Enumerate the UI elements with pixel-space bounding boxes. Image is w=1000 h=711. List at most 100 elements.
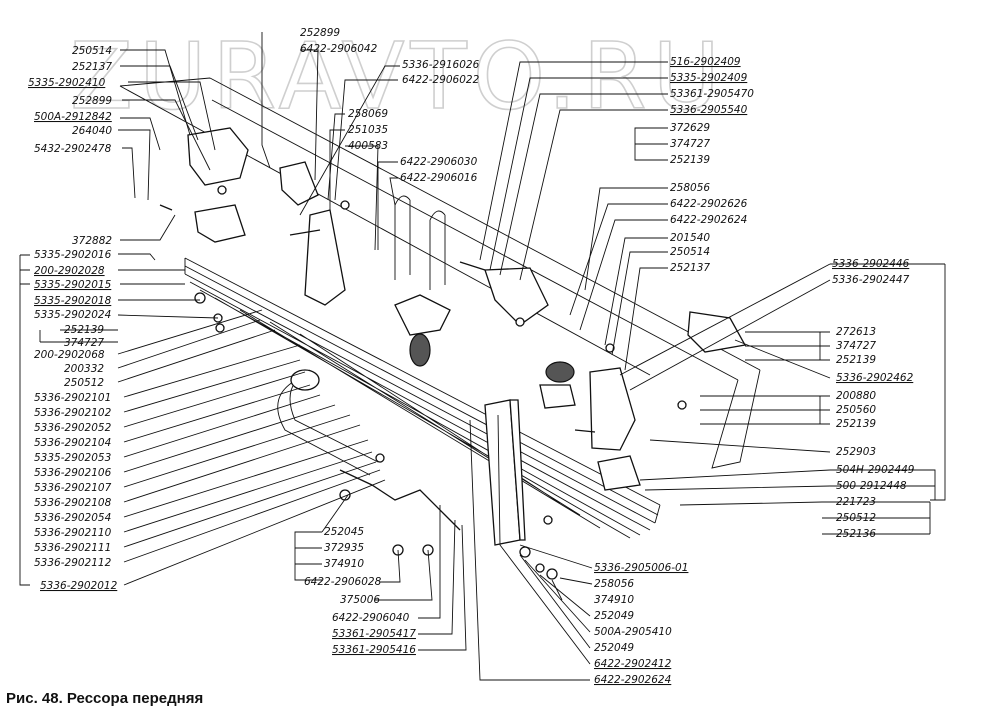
- leaders-right-top: [479, 61, 668, 371]
- part-label: 5335-2902018: [34, 295, 112, 307]
- part-label: 500А-2912842: [34, 111, 112, 123]
- part-label: 5336-2902462: [836, 372, 914, 384]
- bump-stop: [394, 294, 451, 367]
- part-label: 252045: [324, 526, 364, 538]
- part-label: 53361-2905417: [332, 628, 416, 640]
- part-label: 201540: [670, 232, 710, 244]
- part-label: 375006: [340, 594, 380, 606]
- part-label: 200-2902028: [34, 265, 105, 277]
- labels-bottom: 252045 372935 374910 6422-2906028 375006…: [304, 526, 688, 686]
- part-label: 6422-2906040: [332, 612, 410, 624]
- part-label: 5336-2902101: [34, 392, 111, 404]
- part-label: 5335-2902015: [34, 279, 112, 291]
- part-label: 5336-2902111: [34, 542, 111, 554]
- leaders-left: [19, 49, 386, 586]
- part-label: 6422-2906030: [400, 156, 478, 168]
- leaders-right: [619, 263, 946, 535]
- labels-right: 5336-2902446 5336-2902447 272613 374727 …: [832, 258, 915, 540]
- part-label: 5335-2902409: [670, 72, 748, 84]
- part-label: 5335-2902016: [34, 249, 112, 261]
- part-label: 252899: [300, 27, 340, 39]
- part-label: 500-2912448: [836, 480, 907, 492]
- labels-left: 250514 252137 5335-2902410 252899 500А-2…: [28, 45, 118, 592]
- part-label: 374910: [324, 558, 364, 570]
- stabilizer-bar: [277, 369, 379, 476]
- part-label: 5336-2902104: [34, 437, 111, 449]
- part-label: 252139: [836, 418, 876, 430]
- part-label: 372882: [72, 235, 112, 247]
- part-label: 5336-2902054: [34, 512, 111, 524]
- labels-top: 252899 6422-2906042 5336-2916026 6422-29…: [300, 27, 480, 184]
- part-label: 200332: [64, 363, 104, 375]
- part-label: 5432-2902478: [34, 143, 112, 155]
- part-label: 250560: [836, 404, 876, 416]
- part-label: 5336-2902446: [832, 258, 910, 270]
- part-label: 250512: [64, 377, 104, 389]
- part-label: 6422-2902412: [594, 658, 672, 670]
- part-label: 374727: [64, 337, 104, 349]
- part-label: 374727: [836, 340, 876, 352]
- part-label: 252903: [836, 446, 876, 458]
- part-label: 258056: [670, 182, 710, 194]
- part-label: 5336-2902106: [34, 467, 112, 479]
- part-label: 200-2902068: [34, 349, 105, 361]
- part-label: 374727: [670, 138, 710, 150]
- part-label: 5335-2902024: [34, 309, 111, 321]
- part-label: 5336-2902108: [34, 497, 112, 509]
- part-label: 6422-2906028: [304, 576, 382, 588]
- part-label: 6422-2906022: [402, 74, 480, 86]
- part-label: 252137: [72, 61, 112, 73]
- shackle: [304, 209, 346, 306]
- part-label: 5336-2902112: [34, 557, 112, 569]
- part-label: 6422-2902626: [670, 198, 748, 210]
- part-label: 252899: [72, 95, 112, 107]
- leaders-bottom: [294, 414, 593, 681]
- part-label: 53361-2905416: [332, 644, 416, 656]
- part-label: 258056: [594, 578, 634, 590]
- u-bolts: [394, 195, 446, 290]
- part-label: 252136: [836, 528, 876, 540]
- part-label: 252139: [64, 324, 104, 336]
- part-label: 252049: [594, 610, 634, 622]
- rear-bracket: [484, 267, 747, 491]
- part-label: 252049: [594, 642, 634, 654]
- part-label: 250514: [670, 246, 710, 258]
- part-label: 6422-2902624: [670, 214, 747, 226]
- part-label: 250514: [72, 45, 112, 57]
- part-label: 516-2902409: [670, 56, 741, 68]
- part-label: 221723: [836, 496, 876, 508]
- front-bracket: [187, 127, 319, 243]
- part-label: 500А-2905410: [594, 626, 672, 638]
- labels-right-top: 516-2902409 5335-2902409 53361-2905470 5…: [670, 56, 754, 274]
- part-label: 5336-2902102: [34, 407, 112, 419]
- part-label: 252137: [670, 262, 710, 274]
- part-label: 6422-2902624: [594, 674, 671, 686]
- part-label: 272613: [836, 326, 876, 338]
- part-label: 5336-2916026: [402, 59, 480, 71]
- part-label: 252139: [836, 354, 876, 366]
- leaders-top: [261, 32, 400, 251]
- leaf-spring: [184, 257, 661, 539]
- part-label: 252139: [670, 154, 710, 166]
- part-label: 264040: [72, 125, 112, 137]
- part-label: 53361-2905470: [670, 88, 754, 100]
- part-label: 372629: [670, 122, 710, 134]
- part-label: 200880: [836, 390, 876, 402]
- shock-absorber: [484, 399, 531, 558]
- part-label: 374910: [594, 594, 634, 606]
- part-label: 250512: [836, 512, 876, 524]
- watermark: ZURAVTO.RU: [70, 23, 726, 130]
- part-label: 6422-2906042: [300, 43, 378, 55]
- part-label: 5336-2902447: [832, 274, 910, 286]
- part-label: 400583: [348, 140, 388, 152]
- part-label: 5336-2905540: [670, 104, 748, 116]
- part-label: 5335-2902410: [28, 77, 106, 89]
- part-label: 5336-2902052: [34, 422, 112, 434]
- hardware: [159, 185, 687, 580]
- part-label: 5335-2902053: [34, 452, 111, 464]
- part-label: 251035: [348, 124, 388, 136]
- part-label: 504Н-2902449: [836, 464, 915, 476]
- part-label: 5336-2902110: [34, 527, 112, 539]
